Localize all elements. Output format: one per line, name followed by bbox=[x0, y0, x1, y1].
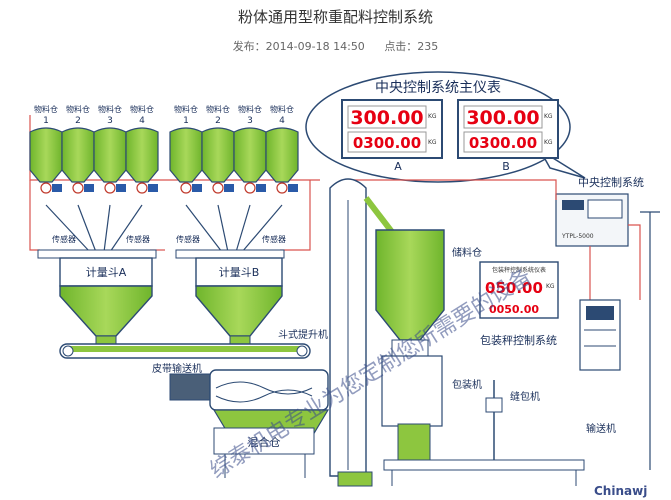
valve-icon bbox=[180, 182, 192, 194]
silo-body bbox=[169, 127, 203, 183]
silo-label: 物料仓 bbox=[98, 104, 122, 114]
packing-meter-title: 包装秤控制系统仪表 bbox=[492, 266, 546, 274]
storage-bin: 储料仓 bbox=[375, 229, 482, 357]
central-system-title: 中央控制系统 bbox=[578, 175, 644, 189]
silo-body bbox=[29, 127, 63, 183]
packing-meter-setpoint: 0050.00 bbox=[489, 303, 539, 316]
packing-system-label: 包装秤控制系统 bbox=[480, 333, 557, 347]
page-title: 粉体通用型称重配料控制系统 bbox=[237, 8, 433, 26]
hopper-a: 计量斗A bbox=[37, 249, 157, 345]
silo-label: 物料仓 bbox=[206, 104, 230, 114]
silo-label: 物料仓 bbox=[238, 104, 262, 114]
meter-a-setpoint: 0300.00 bbox=[353, 134, 421, 152]
sensor-label-1: 传感器 bbox=[52, 234, 76, 244]
conveyor-label: 输送机 bbox=[586, 422, 616, 435]
feed-pipes bbox=[45, 204, 283, 253]
meter-a-value: 300.00 bbox=[350, 107, 423, 129]
valve-icon bbox=[212, 182, 224, 194]
meter-b-setpoint: 0300.00 bbox=[469, 134, 537, 152]
silo-number: 2 bbox=[75, 116, 81, 126]
central-control-unit: 中央控制系统 YTPL-5000 bbox=[555, 175, 660, 470]
silo-label: 物料仓 bbox=[174, 104, 198, 114]
svg-text:KG: KG bbox=[544, 113, 553, 120]
mixer-label: 混合仓 bbox=[248, 435, 281, 449]
motor-icon bbox=[288, 184, 298, 192]
packing-meter: 包装秤控制系统仪表 050.00 0050.00 KG 包装秤控制系统 bbox=[479, 261, 559, 347]
silo-4: 物料仓 4 bbox=[125, 104, 159, 194]
belt-conveyor: 皮带输送机 bbox=[59, 343, 311, 375]
valve-icon bbox=[276, 182, 288, 194]
silo-body bbox=[201, 127, 235, 183]
controller-bubble: 中央控制系统主仪表 300.00 KG 0300.00 KG A 300.00 … bbox=[305, 71, 586, 183]
silo-body bbox=[93, 127, 127, 183]
silo-3: 物料仓 3 bbox=[93, 104, 127, 194]
silo-7: 物料仓 3 bbox=[233, 104, 267, 194]
page-meta: 发布：2014-09-18 14:50 点击：235 bbox=[0, 38, 671, 54]
central-system-model: YTPL-5000 bbox=[561, 233, 594, 240]
hopper-a-label: 计量斗A bbox=[86, 266, 127, 279]
sensor-label-2: 传感器 bbox=[126, 234, 150, 244]
valve-icon bbox=[72, 182, 84, 194]
motor-icon bbox=[224, 184, 234, 192]
silo-label: 物料仓 bbox=[34, 104, 58, 114]
publish-date: 发布：2014-09-18 14:50 bbox=[232, 40, 365, 53]
silo-group: 物料仓 1 物料仓 2 物料仓 3 物料仓 4 物料仓 1 物料仓 2 物料仓 3 物料仓 4 bbox=[29, 104, 299, 194]
svg-text:KG: KG bbox=[544, 139, 553, 146]
bucket-elevator: 斗式提升机 bbox=[278, 178, 395, 487]
meter-b-value: 300.00 bbox=[466, 107, 539, 129]
valve-icon bbox=[40, 182, 52, 194]
packing-cabinet bbox=[579, 299, 621, 371]
silo-number: 4 bbox=[279, 116, 285, 126]
silo-body bbox=[233, 127, 267, 183]
hopper-b: 计量斗B bbox=[175, 249, 285, 345]
silo-label: 物料仓 bbox=[130, 104, 154, 114]
motor-icon bbox=[256, 184, 266, 192]
hopper-b-label: 计量斗B bbox=[219, 266, 260, 279]
silo-6: 物料仓 2 bbox=[201, 104, 235, 194]
silo-2: 物料仓 2 bbox=[61, 104, 95, 194]
elevator-label: 斗式提升机 bbox=[278, 328, 328, 341]
silo-number: 4 bbox=[139, 116, 145, 126]
packer-label: 包装机 bbox=[452, 378, 482, 391]
silo-1: 物料仓 1 bbox=[29, 104, 63, 194]
controller-title: 中央控制系统主仪表 bbox=[375, 80, 501, 96]
silo-body bbox=[125, 127, 159, 183]
click-count: 点击：235 bbox=[384, 40, 439, 53]
mixer: 混合仓 bbox=[169, 369, 330, 478]
silo-number: 1 bbox=[183, 116, 189, 126]
silo-label: 物料仓 bbox=[66, 104, 90, 114]
motor-icon bbox=[192, 184, 202, 192]
motor-icon bbox=[84, 184, 94, 192]
system-diagram: 中央控制系统主仪表 300.00 KG 0300.00 KG A 300.00 … bbox=[29, 71, 660, 498]
site-logo: Chinawj bbox=[594, 484, 647, 498]
meter-b-label: B bbox=[502, 160, 510, 173]
silo-body bbox=[265, 127, 299, 183]
meter-a-label: A bbox=[394, 160, 402, 173]
valve-icon bbox=[104, 182, 116, 194]
silo-number: 3 bbox=[107, 116, 113, 126]
valve-icon bbox=[136, 182, 148, 194]
sensor-label-3: 传感器 bbox=[176, 234, 200, 244]
silo-number: 1 bbox=[43, 116, 49, 126]
motor-icon bbox=[52, 184, 62, 192]
svg-text:KG: KG bbox=[428, 139, 437, 146]
sewer-label: 缝包机 bbox=[510, 390, 540, 403]
motor-icon bbox=[116, 184, 126, 192]
silo-8: 物料仓 4 bbox=[265, 104, 299, 194]
silo-number: 3 bbox=[247, 116, 253, 126]
packing-meter-value: 050.00 bbox=[485, 279, 543, 297]
output-conveyor: 输送机 bbox=[383, 422, 616, 486]
svg-text:KG: KG bbox=[546, 283, 555, 290]
meter-a-unit: KG bbox=[428, 113, 437, 120]
storage-label: 储料仓 bbox=[452, 246, 482, 259]
silo-5: 物料仓 1 bbox=[169, 104, 203, 194]
belt-label: 皮带输送机 bbox=[152, 362, 202, 375]
sensor-label-4: 传感器 bbox=[262, 234, 286, 244]
silo-body bbox=[61, 127, 95, 183]
silo-number: 2 bbox=[215, 116, 221, 126]
silo-label: 物料仓 bbox=[270, 104, 294, 114]
motor-icon bbox=[148, 184, 158, 192]
packing-machine: 包装机 缝包机 bbox=[381, 355, 540, 465]
valve-icon bbox=[244, 182, 256, 194]
